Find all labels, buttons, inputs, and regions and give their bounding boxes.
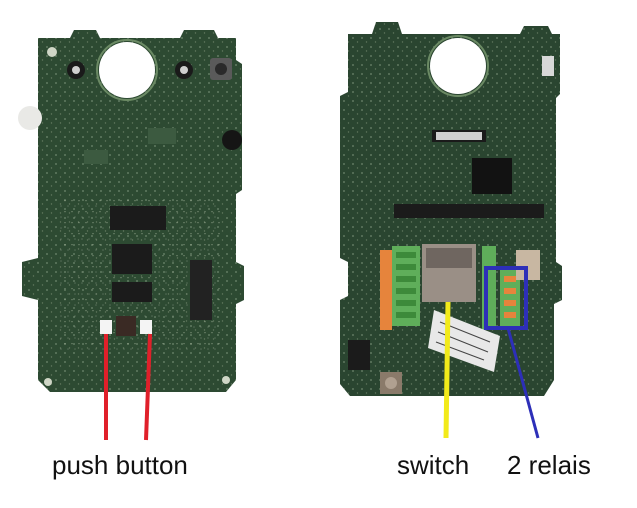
push-button-pad-right	[140, 320, 152, 334]
switch-caption: switch	[397, 450, 470, 480]
push-button-pointer-right	[144, 333, 152, 441]
switch-pointer	[443, 301, 451, 439]
push-button	[116, 316, 136, 336]
relay-highlight-box	[484, 266, 528, 330]
left-pcb-board	[18, 30, 244, 392]
relays-caption: 2 relais	[507, 450, 591, 480]
relay-pointer	[506, 327, 540, 439]
push-button-caption: push button	[52, 450, 188, 480]
push-button-pad-left	[100, 320, 112, 334]
right-pcb-board	[340, 22, 562, 396]
mounting-hole	[99, 42, 155, 98]
mounting-hole-right	[430, 38, 486, 94]
